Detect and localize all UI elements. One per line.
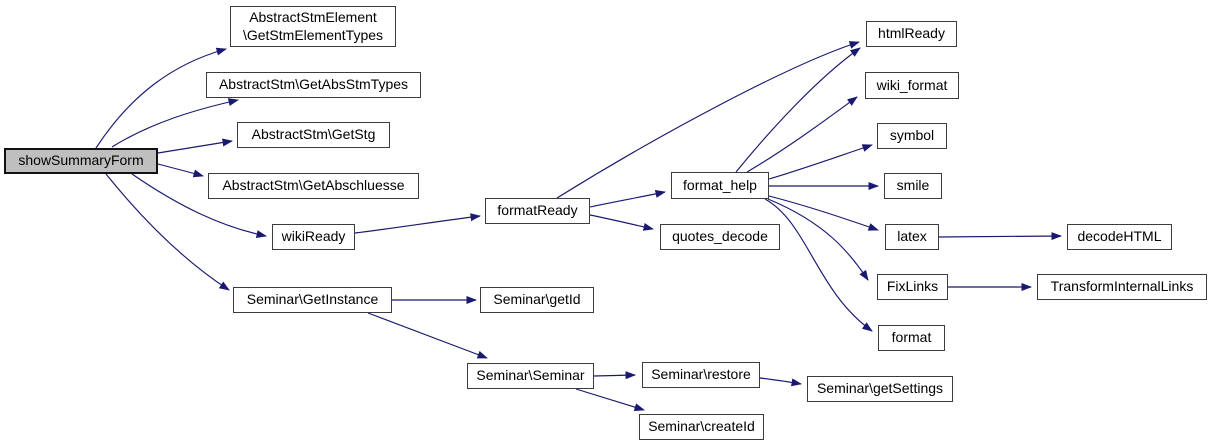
node-quotes-decode[interactable]: quotes_decode <box>660 224 780 250</box>
node-transforminternallinks[interactable]: TransformInternalLinks <box>1037 274 1207 300</box>
node-abstractstm-getstg[interactable]: AbstractStm\GetStg <box>237 122 390 148</box>
node-abstractstm-getabsstmtypes[interactable]: AbstractStm\GetAbsStmTypes <box>206 72 421 98</box>
node-seminar-getinstance[interactable]: Seminar\GetInstance <box>233 287 392 313</box>
node-formatready[interactable]: formatReady <box>485 198 590 224</box>
edge-format-help-to-fixlinks <box>767 198 869 281</box>
edge-showsummaryform-to-getinstance <box>105 173 230 291</box>
edge-restore-to-getsettings <box>759 377 802 387</box>
node-seminar-seminar[interactable]: Seminar\Seminar <box>467 363 594 389</box>
node-latex[interactable]: latex <box>885 224 939 250</box>
edge-showsummaryform-to-getstmelementtypes <box>95 47 227 149</box>
edge-format-help-to-latex <box>768 195 879 231</box>
node-showsummaryform[interactable]: showSummaryForm <box>4 148 158 174</box>
node-wiki-format[interactable]: wiki_format <box>865 72 959 99</box>
edge-getinstance-to-seminar <box>367 312 488 359</box>
edge-formatready-to-format-help <box>589 190 666 208</box>
node-fixlinks[interactable]: FixLinks <box>877 274 948 300</box>
edge-wikiready-to-formatready <box>354 213 481 234</box>
edge-format-help-to-htmlready <box>735 47 861 173</box>
edge-latex-to-decodehtml <box>938 232 1062 241</box>
edge-formatready-to-htmlready <box>556 41 860 199</box>
node-abstractstmelement-getstmelementtypes[interactable]: AbstractStmElement \GetStmElementTypes <box>230 6 396 47</box>
edge-seminar-to-createid <box>575 388 645 412</box>
edge-format-help-to-format <box>764 198 873 332</box>
edge-format-help-to-wiki-format <box>746 96 858 173</box>
node-format[interactable]: format <box>878 325 945 351</box>
node-symbol[interactable]: symbol <box>877 123 947 149</box>
edge-seminar-to-restore <box>593 371 636 380</box>
node-format-help[interactable]: format_help <box>671 172 769 199</box>
node-decodehtml[interactable]: decodeHTML <box>1067 224 1172 250</box>
node-seminar-getid[interactable]: Seminar\getId <box>480 287 594 313</box>
edge-showsummaryform-to-getabschluesse <box>157 163 204 178</box>
edge-format-help-to-symbol <box>768 144 873 180</box>
node-seminar-restore[interactable]: Seminar\restore <box>642 362 760 388</box>
node-wikiready[interactable]: wikiReady <box>272 224 355 250</box>
node-abstractstm-getabschluesse[interactable]: AbstractStm\GetAbschluesse <box>208 173 419 199</box>
edge-showsummaryform-to-wikiready <box>131 173 267 239</box>
node-seminar-getsettings[interactable]: Seminar\getSettings <box>807 376 953 402</box>
node-seminar-createid[interactable]: Seminar\createId <box>639 414 764 440</box>
edge-formatready-to-quotes-decode <box>589 214 654 231</box>
edge-showsummaryform-to-getstg <box>157 138 233 154</box>
node-htmlready[interactable]: htmlReady <box>866 21 957 47</box>
node-smile[interactable]: smile <box>884 173 942 199</box>
edge-showsummaryform-to-getabsstmtypes <box>111 98 239 148</box>
